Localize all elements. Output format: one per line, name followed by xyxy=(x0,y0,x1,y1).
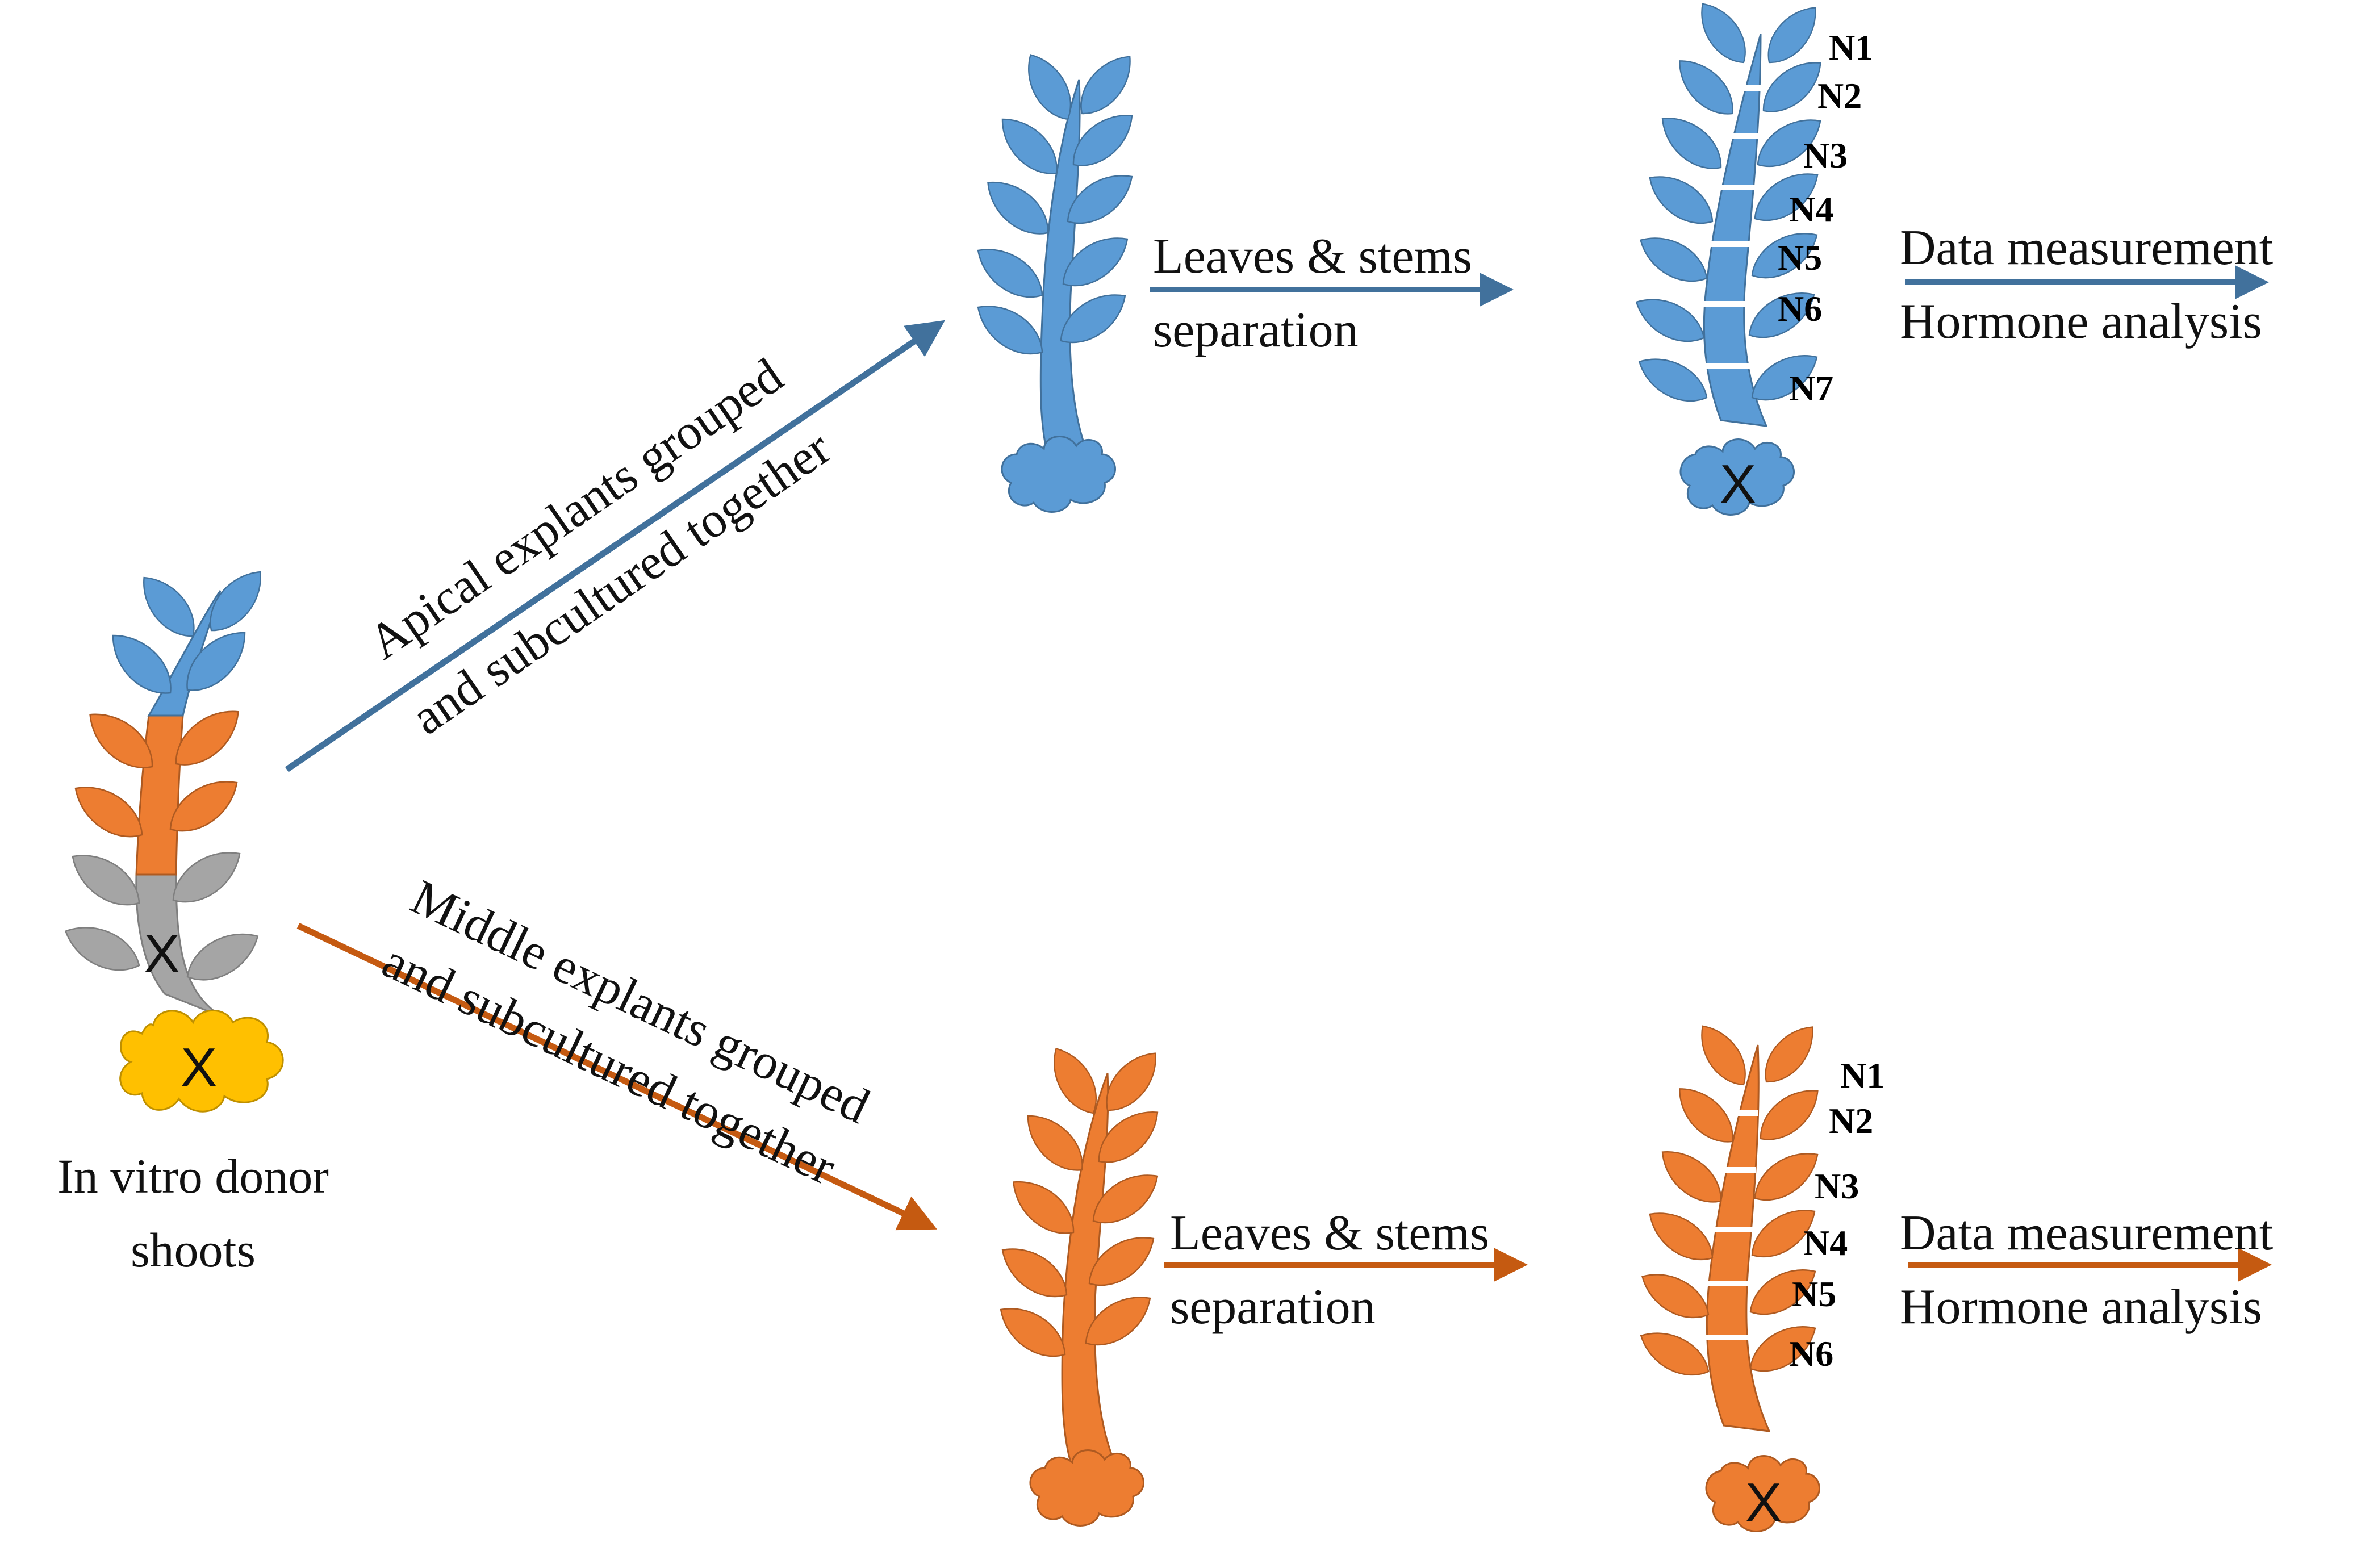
apical-branch: Apical explants grouped and subcultured … xyxy=(285,0,2273,772)
apical-node-label: N5 xyxy=(1778,237,1822,278)
middle-node-label: N5 xyxy=(1792,1274,1836,1314)
apical-step2-line1: Data measurement xyxy=(1900,220,2273,275)
donor-label-line1: In vitro donor xyxy=(57,1149,329,1203)
apical-node-label: N1 xyxy=(1829,27,1873,68)
middle-node-labels: N1 N2 N3 N4 N5 N6 xyxy=(1789,1055,1884,1374)
donor-label-line2: shoots xyxy=(131,1223,256,1277)
middle-step2-line2: Hormone analysis xyxy=(1900,1280,2262,1335)
apical-node-label: N4 xyxy=(1789,189,1833,229)
donor-shoot: X X In vitro donor shoots xyxy=(57,561,329,1277)
apical-node-labels: N1 N2 N3 N4 N5 N6 N7 xyxy=(1778,27,1873,408)
donor-leaves-apical xyxy=(100,561,274,706)
middle-step1-line2: separation xyxy=(1170,1280,1376,1335)
apical-node-label: N2 xyxy=(1817,76,1862,116)
middle-shoot-callus xyxy=(1029,1449,1144,1527)
apical-node-label: N6 xyxy=(1778,288,1822,329)
apical-sectioned-callus xyxy=(1679,438,1795,516)
apical-step2-line2: Hormone analysis xyxy=(1900,294,2262,349)
middle-step2-line1: Data measurement xyxy=(1900,1206,2273,1261)
middle-node-label: N4 xyxy=(1803,1223,1848,1263)
donor-callus-mark: X xyxy=(181,1037,217,1098)
middle-node-label: N1 xyxy=(1840,1055,1884,1095)
middle-node-label: N6 xyxy=(1789,1333,1833,1374)
middle-sectioned-callus xyxy=(1705,1455,1820,1532)
donor-stem-mark: X xyxy=(144,923,180,984)
middle-node-label: N2 xyxy=(1829,1101,1873,1141)
middle-node-label: N3 xyxy=(1815,1166,1859,1206)
apical-section-cuts xyxy=(1698,85,1761,369)
middle-callus-mark: X xyxy=(1745,1472,1782,1533)
middle-section-cuts xyxy=(1701,1110,1758,1340)
middle-arrow xyxy=(296,923,937,1231)
apical-shoot-callus xyxy=(1001,436,1116,513)
apical-shoot xyxy=(967,45,1143,513)
middle-branch: Middle explants grouped and subcultured … xyxy=(296,869,2273,1533)
donor-callus xyxy=(119,1009,284,1113)
middle-shoot xyxy=(990,1040,1169,1527)
apical-arrow xyxy=(285,320,946,772)
apical-step1-line1: Leaves & stems xyxy=(1153,229,1472,284)
apical-node-label: N7 xyxy=(1789,368,1833,408)
apical-step1-line2: separation xyxy=(1153,303,1359,358)
apical-sectioned-shoot: X xyxy=(1628,0,1832,516)
middle-sectioned-shoot: X xyxy=(1632,1016,1829,1533)
apical-node-label: N3 xyxy=(1803,135,1848,175)
apical-callus-mark: X xyxy=(1720,454,1756,515)
middle-step1-line1: Leaves & stems xyxy=(1170,1206,1489,1261)
